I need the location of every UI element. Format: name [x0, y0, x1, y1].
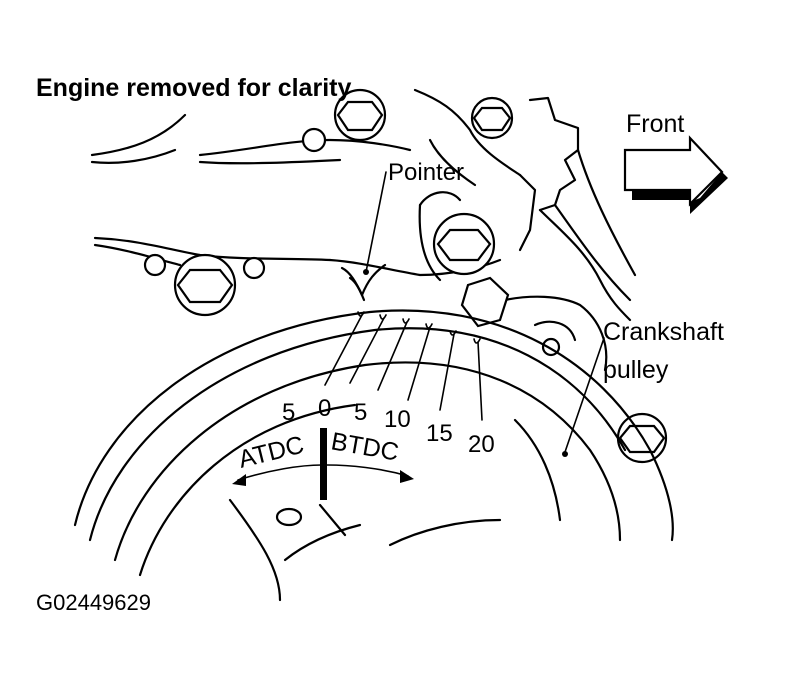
bolt-middle	[432, 212, 496, 276]
scale-tick-0: 0	[318, 395, 331, 422]
title-label: Engine removed for clarity	[36, 74, 351, 102]
scale-tick-atdc-5: 5	[282, 399, 295, 426]
crankshaft-pulley	[73, 309, 674, 602]
bolt-angled	[460, 276, 510, 328]
scale-tick-20: 20	[468, 431, 495, 458]
bolt-top-left	[333, 88, 387, 142]
pointer	[340, 171, 387, 302]
scale-tick-15: 15	[426, 420, 453, 447]
crankshaft-label-line2: pulley	[603, 356, 669, 384]
front-label: Front	[626, 110, 684, 138]
bolt-top-right	[470, 96, 514, 140]
scale-tick-10: 10	[384, 406, 411, 433]
figure-id: G02449629	[36, 590, 151, 615]
front-arrow	[623, 135, 728, 214]
crankshaft-label-line1: Crankshaft	[603, 318, 724, 346]
direction-arrows	[232, 464, 414, 486]
pointer-label: Pointer	[388, 159, 464, 186]
reference-mark	[320, 428, 327, 500]
btdc-label: BTDC	[329, 427, 401, 466]
timing-scale-ticks	[324, 311, 483, 421]
bolt-left	[173, 253, 237, 317]
scale-tick-btdc-5: 5	[354, 399, 367, 426]
crankshaft-leader-line	[564, 337, 605, 453]
